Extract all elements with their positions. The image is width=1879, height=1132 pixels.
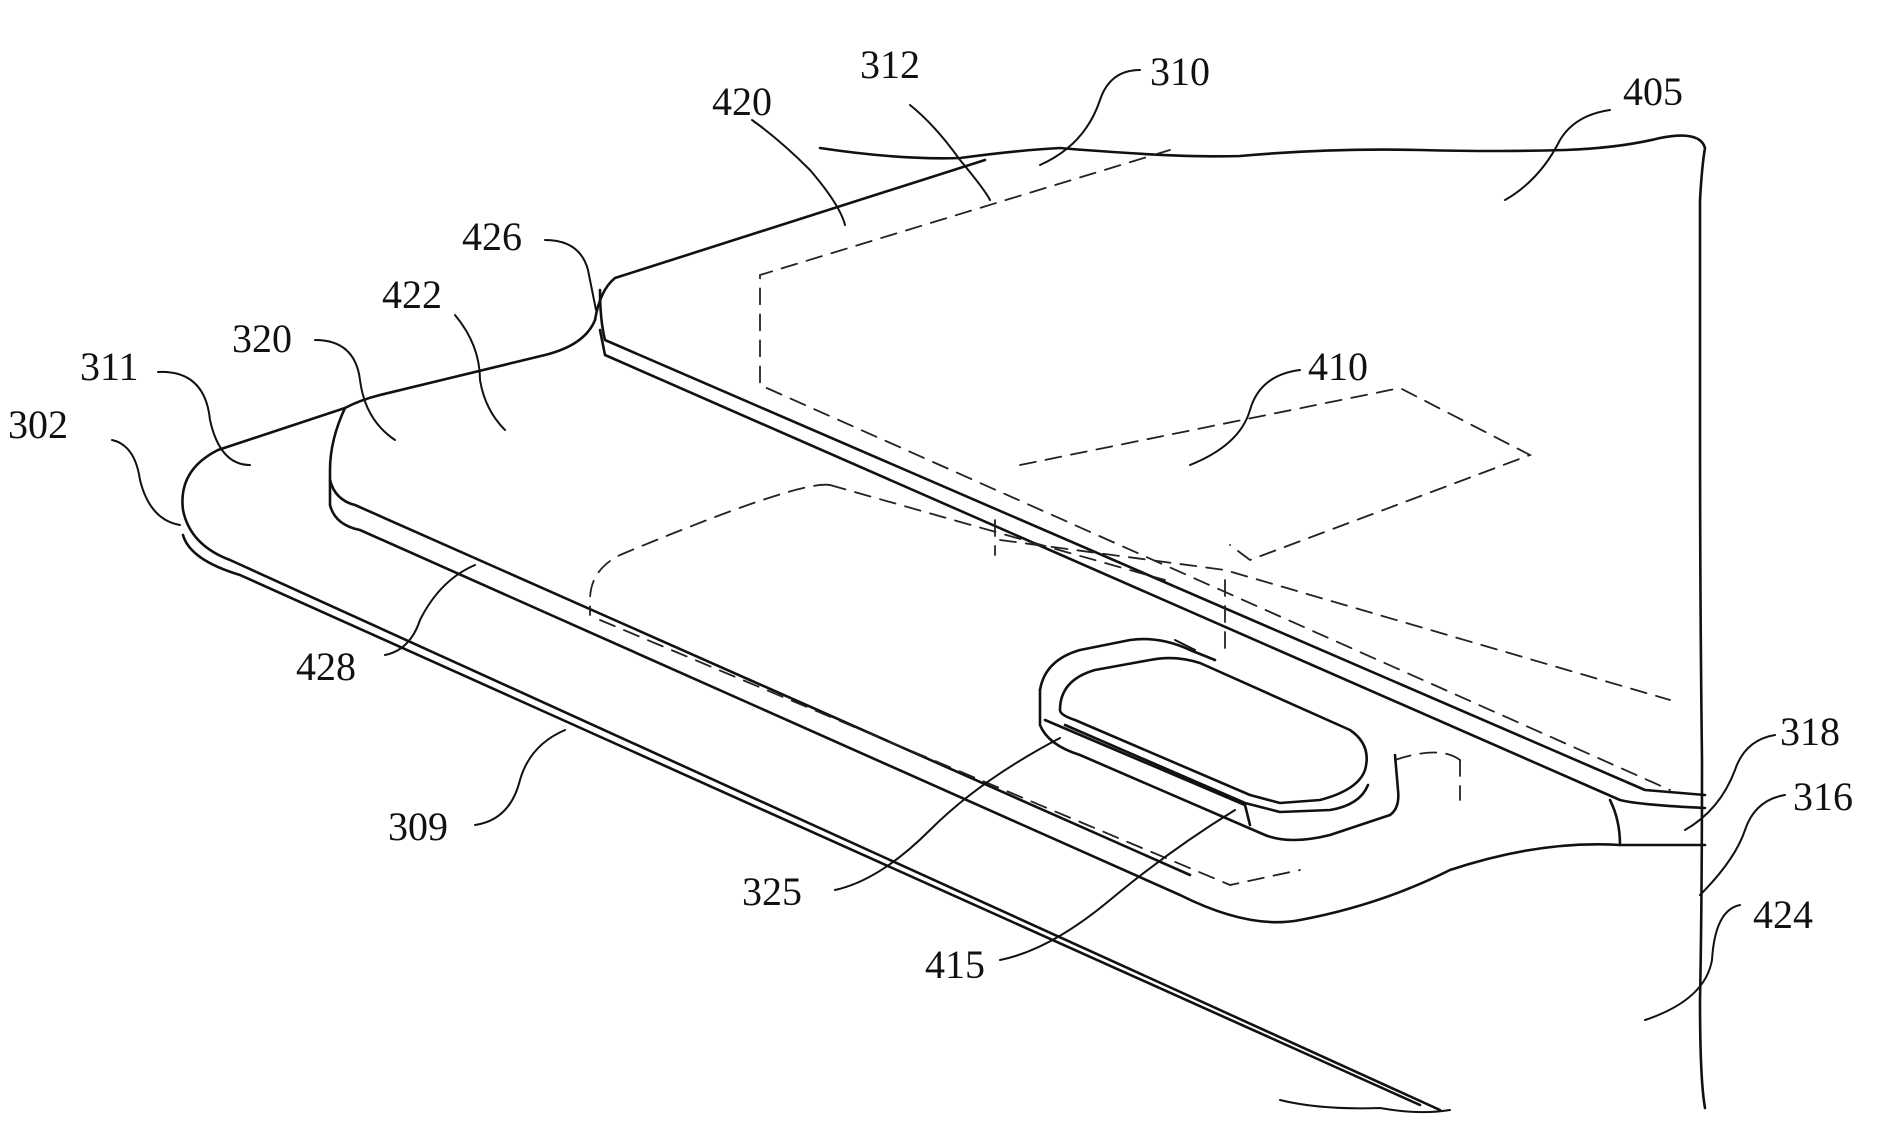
leader-415 [1000, 810, 1235, 960]
leader-410 [1190, 370, 1300, 465]
label-309: 309 [388, 804, 448, 849]
label-424: 424 [1753, 892, 1813, 937]
leader-309 [475, 730, 565, 825]
label-422: 422 [382, 272, 442, 317]
leader-302 [112, 440, 180, 525]
label-302: 302 [8, 402, 68, 447]
label-316: 316 [1793, 774, 1853, 819]
label-428: 428 [296, 644, 356, 689]
leader-422 [455, 315, 505, 430]
leader-318 [1685, 735, 1775, 830]
leader-316 [1700, 795, 1785, 895]
label-405: 405 [1623, 69, 1683, 114]
button-assembly [1040, 639, 1398, 840]
label-410: 410 [1308, 344, 1368, 389]
leader-405 [1505, 110, 1610, 200]
label-318: 318 [1780, 709, 1840, 754]
middle-layer [330, 320, 1705, 922]
leader-320 [315, 340, 395, 440]
label-310: 310 [1150, 49, 1210, 94]
leader-311 [158, 372, 250, 465]
label-312: 312 [860, 42, 920, 87]
label-420: 420 [712, 79, 772, 124]
leader-312 [910, 105, 990, 200]
label-325: 325 [742, 869, 802, 914]
label-320: 320 [232, 316, 292, 361]
leader-426 [545, 240, 596, 310]
label-311: 311 [80, 344, 139, 389]
leader-325 [835, 738, 1060, 890]
top-layer [595, 136, 1705, 1108]
leader-lines [112, 70, 1785, 1020]
hidden-components [590, 150, 1670, 885]
label-415: 415 [925, 942, 985, 987]
leader-428 [385, 565, 475, 655]
label-426: 426 [462, 214, 522, 259]
leader-424 [1645, 905, 1740, 1020]
